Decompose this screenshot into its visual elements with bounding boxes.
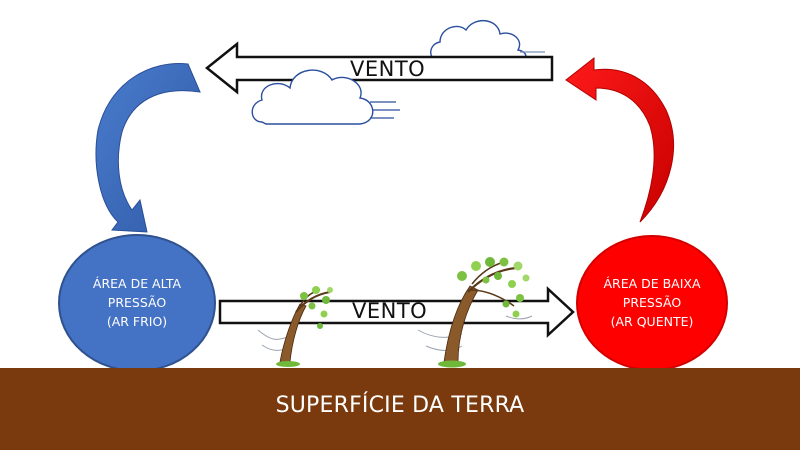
high-pressure-line2: PRESSÃO <box>107 295 167 310</box>
high-pressure-line1: ÁREA DE ALTA <box>92 276 182 291</box>
ground-label: SUPERFÍCIE DA TERRA <box>275 393 525 418</box>
wind-arrow-bottom <box>218 286 575 338</box>
curved-arrow-ascending <box>565 56 674 223</box>
ground-surface <box>0 368 800 450</box>
tree-icon <box>257 286 333 367</box>
wind-label-bottom: VENTO <box>352 299 428 323</box>
low-pressure-line3: (AR QUENTE) <box>610 314 694 329</box>
tree-icon <box>417 257 533 368</box>
high-pressure-line3: (AR FRIO) <box>106 314 168 329</box>
wind-label-top: VENTO <box>350 57 426 81</box>
cloud-icon <box>251 69 400 125</box>
low-pressure-label: ÁREA DE BAIXA PRESSÃO (AR QUENTE) <box>577 274 727 331</box>
low-pressure-line1: ÁREA DE BAIXA <box>603 276 701 291</box>
high-pressure-label: ÁREA DE ALTA PRESSÃO (AR FRIO) <box>62 274 212 331</box>
curved-arrow-descending <box>95 63 201 233</box>
low-pressure-line2: PRESSÃO <box>622 295 682 310</box>
